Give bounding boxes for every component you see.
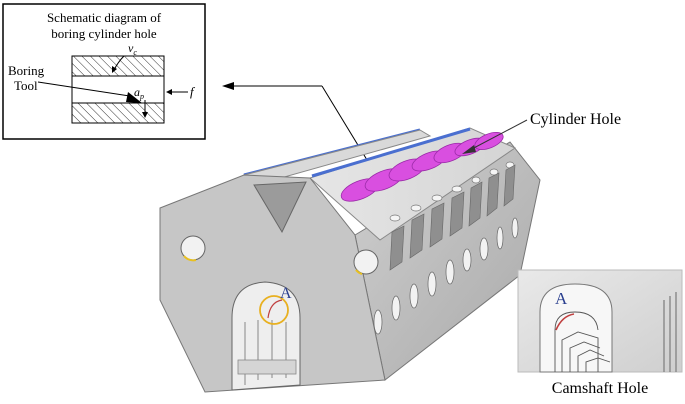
deck-hole <box>451 185 463 193</box>
detail-arch <box>539 283 613 373</box>
tunnel-floor <box>237 359 297 375</box>
tool-pointer <box>37 81 131 97</box>
top-stripe-right <box>311 127 471 178</box>
deck-hole <box>489 168 499 176</box>
f-arrow-head <box>166 89 172 95</box>
cylinder-hole-leader <box>469 119 528 151</box>
detail-right-grille <box>663 292 677 372</box>
side-window <box>409 213 425 259</box>
side-window <box>389 225 405 271</box>
tool-tip <box>126 92 142 103</box>
schematic-inset: Schematic diagram of boring cylinder hol… <box>2 3 206 140</box>
lower-port <box>427 271 437 297</box>
f-symbol: f <box>190 84 196 99</box>
lower-port <box>445 259 455 285</box>
marker-arc-main <box>267 299 283 319</box>
tool-label-line1: Boring <box>8 63 45 78</box>
side-window <box>486 172 500 217</box>
side-window <box>449 191 465 237</box>
side-window <box>468 181 483 227</box>
lower-side-ports <box>373 217 519 335</box>
lower-port <box>479 237 489 261</box>
tool-label-line2: Tool <box>14 78 38 93</box>
lower-port <box>496 226 504 250</box>
inset-title-line2: boring cylinder hole <box>51 26 157 41</box>
leader-arrow-head <box>222 82 234 90</box>
deck-hole <box>389 214 401 222</box>
cylinder-hole-leader-head <box>462 145 476 154</box>
ap-symbol: ap <box>134 85 144 101</box>
cylinder-bores <box>340 132 504 202</box>
side-windows <box>389 164 516 271</box>
inset-title-line1: Schematic diagram of <box>47 10 162 25</box>
deck-holes <box>389 161 515 222</box>
side-window <box>503 164 516 207</box>
marker-label-detail: A <box>555 289 568 308</box>
lower-port <box>511 217 519 239</box>
deck-hole <box>410 204 422 212</box>
front-v-notch <box>253 181 307 234</box>
cylinder-hole-label: Cylinder Hole <box>530 111 621 128</box>
upper-wall <box>71 55 165 77</box>
right-port-highlight <box>355 269 363 275</box>
marker-circle-main <box>259 295 289 325</box>
right-port <box>353 249 379 275</box>
detail-steps <box>554 311 611 372</box>
marker-label-main: A <box>280 285 292 302</box>
camshaft-detail: A <box>517 269 683 373</box>
vc-symbol: vc <box>128 41 137 57</box>
side-window <box>429 202 445 248</box>
engine-block <box>159 127 541 393</box>
vc-arrow-head <box>112 66 117 73</box>
lower-port <box>373 309 383 335</box>
lower-port <box>462 248 472 272</box>
lower-wall <box>71 102 165 124</box>
detail-marker-arc <box>555 313 575 331</box>
ap-arrow-head <box>142 112 148 118</box>
left-port-highlight <box>183 255 197 262</box>
deck-hole <box>471 176 481 184</box>
lower-port <box>391 295 401 321</box>
lower-port <box>409 283 419 309</box>
deck-hole <box>431 194 443 202</box>
camshaft-hole-label: Camshaft Hole <box>552 380 648 397</box>
